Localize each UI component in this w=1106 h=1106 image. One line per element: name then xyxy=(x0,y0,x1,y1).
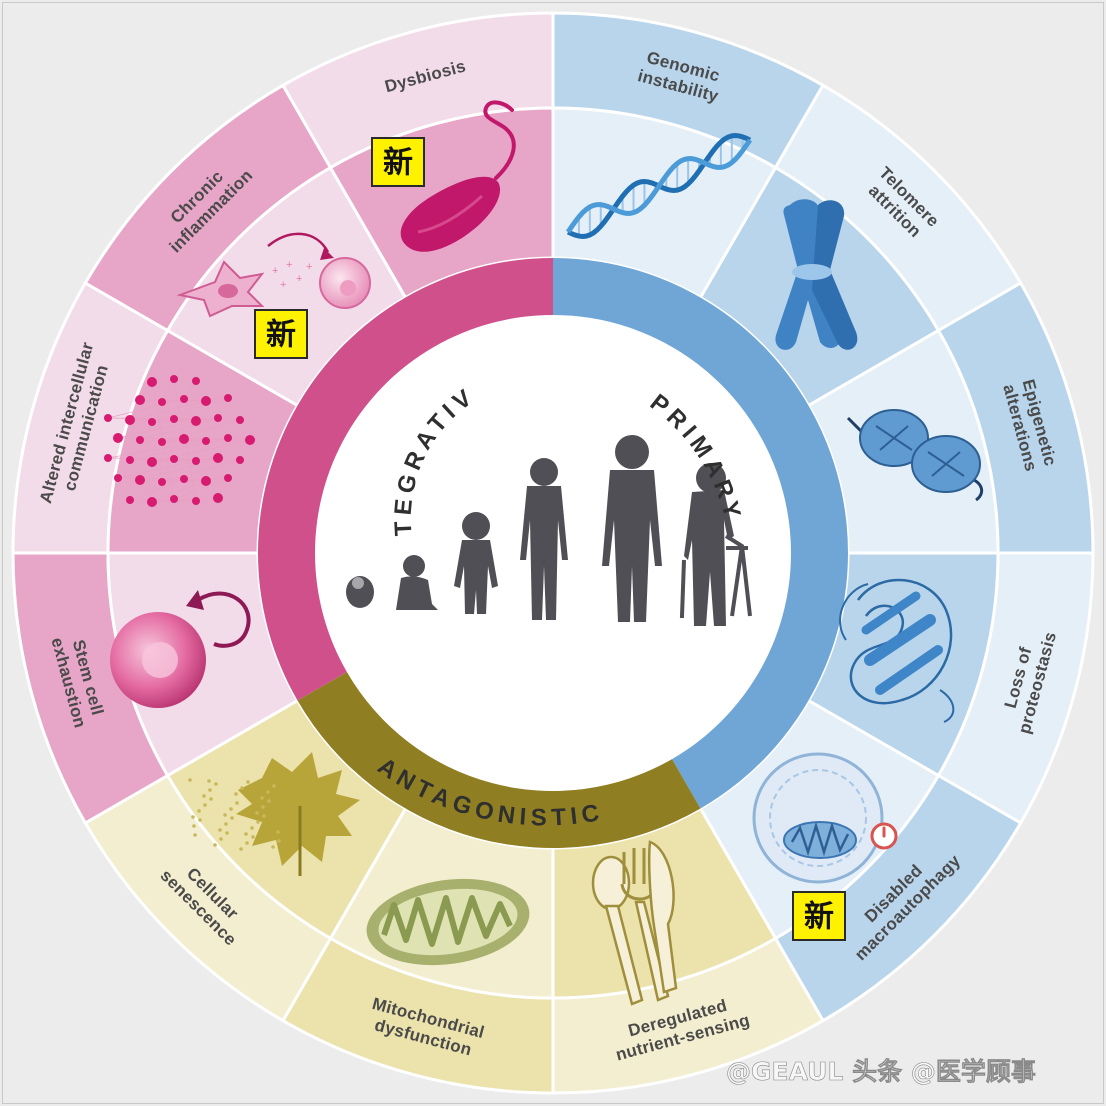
stem-cell-icon xyxy=(110,590,251,708)
category-rings xyxy=(258,258,848,848)
new-badge: 新 xyxy=(792,891,846,941)
new-badges: 新新新 xyxy=(254,137,846,941)
watermark: @GEAUL 头条 @医学顾事 xyxy=(726,1057,1036,1087)
autophagosome-icon xyxy=(752,752,898,884)
new-badge-label: 新 xyxy=(804,900,834,935)
svg-text:+: + xyxy=(296,273,302,285)
svg-text:+: + xyxy=(306,261,312,273)
mitochondrion-icon xyxy=(366,878,530,966)
withered-leaf-icon xyxy=(188,752,360,876)
svg-text:+: + xyxy=(286,259,292,271)
watermark-text: @GEAUL 头条 @医学顾事 xyxy=(726,1057,1036,1086)
dna-helix-icon xyxy=(565,133,753,239)
svg-text:+: + xyxy=(272,265,278,277)
cutlery-icon xyxy=(591,840,678,1006)
chromosome-icon xyxy=(775,199,858,350)
new-badge-label: 新 xyxy=(383,146,413,181)
new-badge: 新 xyxy=(254,309,308,359)
human-lifespan-silhouettes-icon xyxy=(346,435,752,626)
new-badge: 新 xyxy=(371,137,425,187)
integrative-ring xyxy=(258,258,553,701)
cell-network-icon xyxy=(104,375,255,507)
inflamed-cell-icon: + + + + + xyxy=(176,232,371,318)
new-badge-label: 新 xyxy=(266,318,296,353)
antagonistic-ring xyxy=(297,672,701,848)
nucleosome-icon xyxy=(846,409,983,502)
misfolded-protein-icon xyxy=(839,578,955,723)
bacterium-icon xyxy=(400,100,516,252)
primary-ring xyxy=(553,258,848,809)
svg-text:+: + xyxy=(280,279,286,291)
hallmark-icons: + + + + + xyxy=(104,100,983,1006)
